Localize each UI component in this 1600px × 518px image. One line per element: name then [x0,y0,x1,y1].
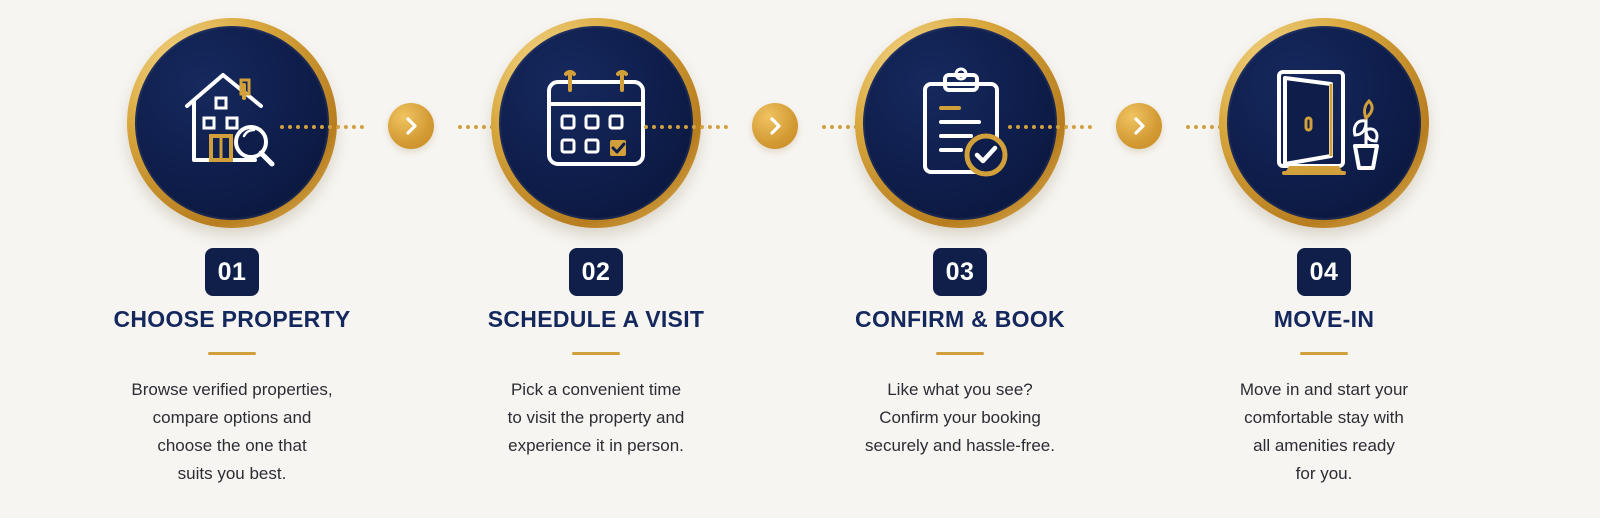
dotted-line [644,125,728,129]
step-icon-ring [127,18,337,228]
dotted-line [1008,125,1092,129]
title-underline [1300,352,1348,355]
chevron-right-icon [1134,117,1145,135]
calendar-icon [547,70,645,166]
step-number-badge: 01 [205,248,259,296]
step-description: Like what you see? Confirm your booking … [865,380,1055,455]
step-number-badge: 02 [569,248,623,296]
step-icon-core [499,26,693,220]
step-connector [1008,103,1270,149]
step-number-badge: 03 [933,248,987,296]
step-title: MOVE-IN [1273,306,1375,332]
chevron-right-icon [770,117,781,135]
title-underline [936,352,984,355]
next-step-arrow [752,103,798,149]
step-confirm-book: 03 CONFIRM & BOOK Like what you see? Con… [800,0,1120,518]
dotted-line [280,125,364,129]
step-icon-core [135,26,329,220]
step-description: Move in and start your comfortable stay … [1239,380,1409,483]
step-icon-ring [855,18,1065,228]
step-icon-ring [1219,18,1429,228]
step-title: SCHEDULE A VISIT [487,306,705,332]
step-icon-core [863,26,1057,220]
house-search-icon [185,73,275,167]
step-choose-property: 01 CHOOSE PROPERTY Browse verified prope… [72,0,392,518]
step-icon-ring [491,18,701,228]
step-number-badge: 04 [1297,248,1351,296]
step-move-in: 04 MOVE-IN Move in and start your comfor… [1164,0,1484,518]
step-title: CONFIRM & BOOK [855,306,1065,332]
step-icon-core [1227,26,1421,220]
step-schedule-visit: 02 SCHEDULE A VISIT Pick a convenient ti… [436,0,756,518]
title-underline [572,352,620,355]
door-plant-icon [1277,70,1379,175]
chevron-right-icon [406,117,417,135]
clipboard-check-icon [923,67,1008,177]
title-underline [208,352,256,355]
next-step-arrow [1116,103,1162,149]
step-description: Browse verified properties, compare opti… [131,380,333,483]
step-title: CHOOSE PROPERTY [113,306,351,332]
next-step-arrow [388,103,434,149]
step-description: Pick a convenient time to visit the prop… [507,380,685,455]
